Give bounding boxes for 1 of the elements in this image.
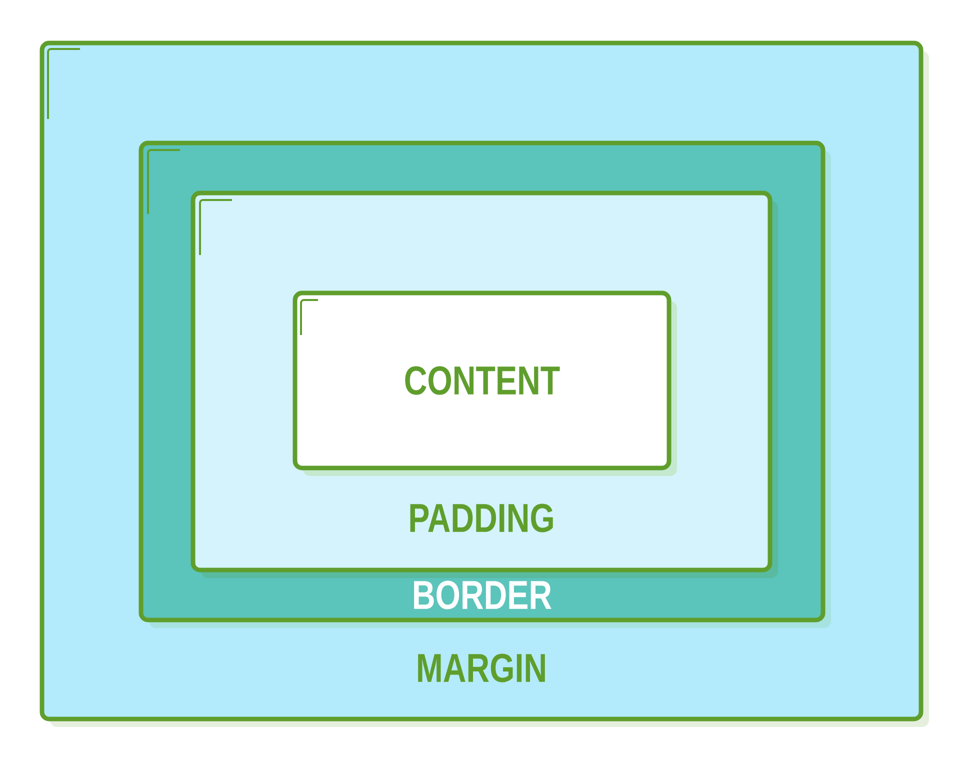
layer-box: CONTENT (292, 290, 677, 476)
